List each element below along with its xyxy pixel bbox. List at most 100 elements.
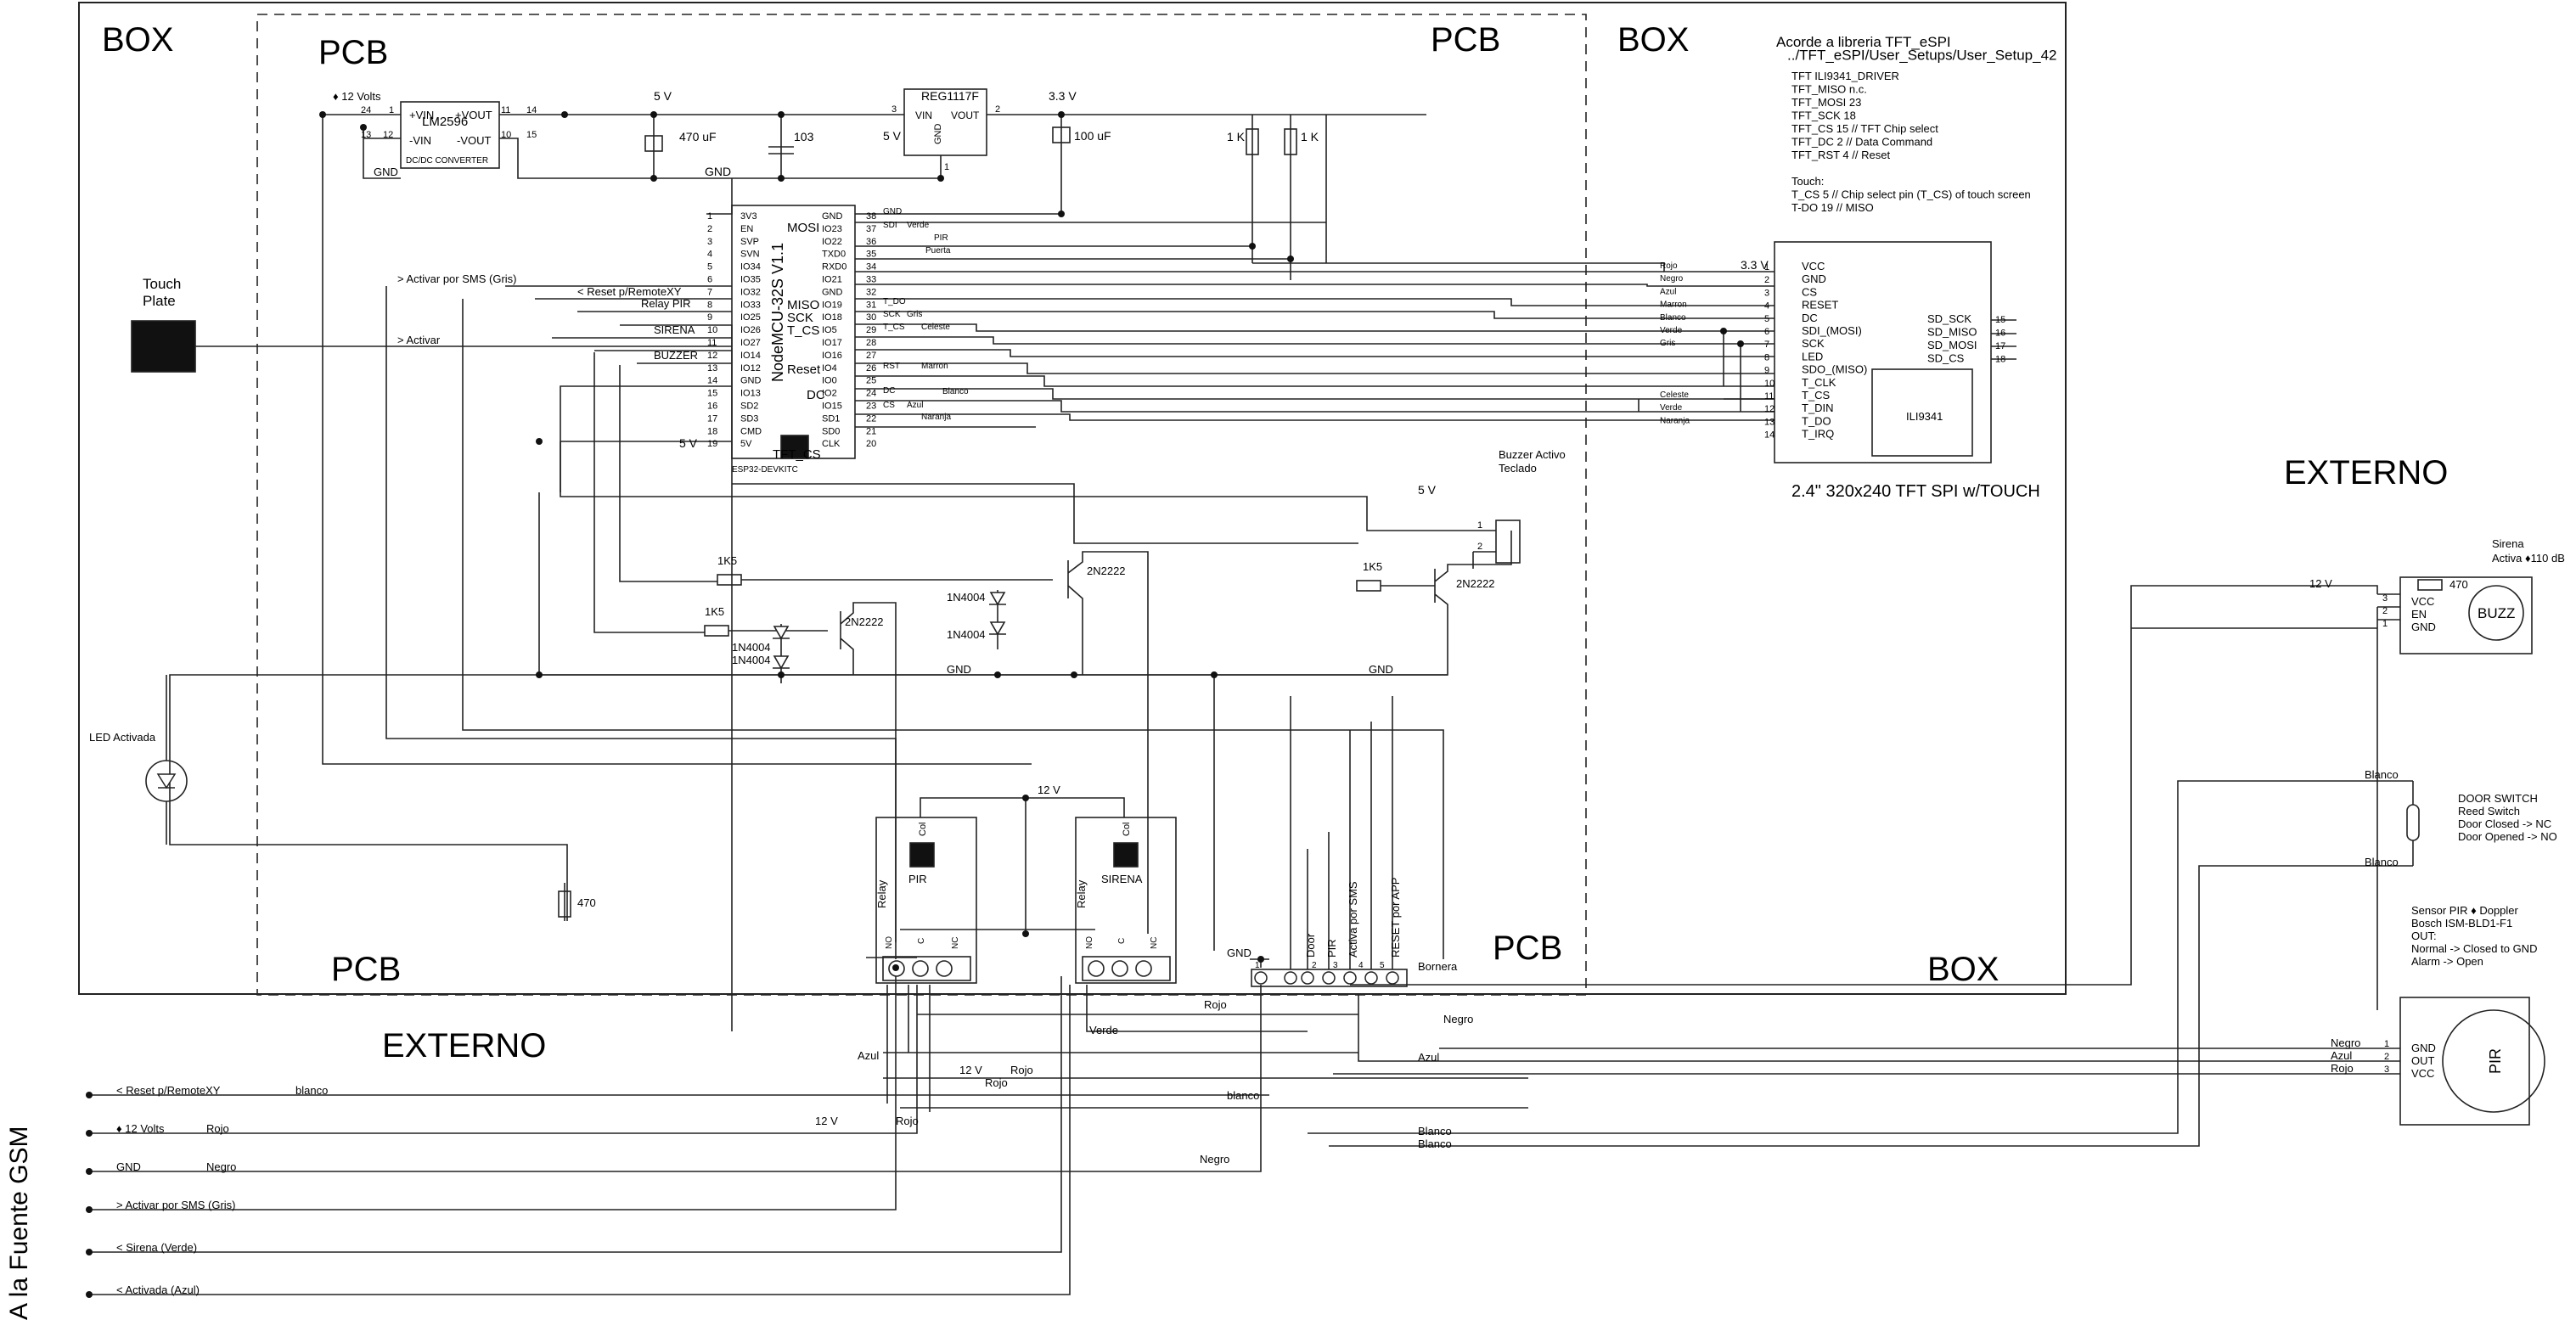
lm2596-vinp: +VIN	[409, 109, 434, 121]
mcu-right-pin: 35	[866, 250, 876, 260]
mcu-right-name: IO18	[822, 312, 842, 323]
siren-title-2: Activa ♦110 dB	[2492, 552, 2565, 565]
mcu-left-pin: 5	[707, 262, 712, 272]
gsm-row-label: < Activada (Azul)	[116, 1283, 200, 1296]
mcu-right-name: IO22	[822, 237, 842, 247]
tft-pin-number: 12	[1764, 404, 1775, 414]
mcu-sub: ESP32-DEVKITC	[732, 465, 798, 475]
mcu-right-name: IO5	[822, 325, 837, 335]
mcu-wire-label: GND	[883, 207, 902, 216]
tft-sd-name: SD_SCK	[1927, 312, 1971, 325]
lm2596-p1: 1	[389, 105, 394, 115]
bornera-p5: 5	[1380, 961, 1385, 970]
lm2596-in-label: ♦ 12 Volts	[333, 90, 381, 103]
note-line: TFT_MISO n.c.	[1791, 83, 1867, 96]
pir-label: PIR	[2487, 1048, 2504, 1074]
lm2596-converter	[400, 101, 500, 169]
gsm-row-color: Rojo	[206, 1122, 229, 1135]
mcu-inner-label: MOSI	[787, 221, 819, 235]
bornera-p2: 2	[1312, 961, 1317, 970]
mcu-right-name: IO15	[822, 402, 842, 412]
power-reg-vout: VOUT	[951, 110, 980, 121]
mcu-left-pin: 6	[707, 275, 712, 285]
tft-pin-number: 2	[1764, 275, 1769, 285]
mcu-right-name: SD0	[822, 426, 840, 436]
tft-pin-name: GND	[1802, 272, 1826, 285]
relay-sir-no: NO	[1085, 936, 1094, 949]
mcu-wire-label: Blanco	[942, 387, 969, 396]
mcu-left-pin: 9	[707, 312, 712, 323]
mcu-left-pin: 4	[707, 250, 712, 260]
mcu-right-name: TXD0	[822, 250, 846, 260]
mcu-left-name: IO27	[740, 338, 761, 348]
power-reg-name: REG1117F	[921, 89, 979, 103]
mcu-inner-label: T_CS	[787, 323, 819, 338]
bornera-sms: Activa por SMS	[1347, 881, 1359, 958]
door-l1: Reed Switch	[2458, 805, 2520, 817]
mcu-inner-label: Reset	[787, 362, 821, 377]
siren-12v: 12 V	[2309, 577, 2332, 590]
lm2596-p15: 15	[526, 130, 537, 140]
pir-gnd: GND	[2411, 1042, 2436, 1054]
tft-pin-number: 13	[1764, 417, 1775, 427]
driver-r1k5-a: 1K5	[717, 554, 737, 567]
region-box-tr: BOX	[1617, 21, 1689, 59]
mcu-wire-label: Marron	[921, 362, 948, 371]
tft-pin-name: T_DO	[1802, 414, 1831, 427]
lm2596-name: LM2596	[422, 115, 468, 129]
region-pcb-bl: PCB	[331, 951, 401, 988]
tft-sd-pin: 15	[1995, 315, 2005, 325]
pir-azul: Azul	[2331, 1049, 2352, 1062]
lm2596-vinn: -VIN	[409, 134, 431, 147]
note-line: Acorde a libreria TFT_eSPI	[1776, 34, 1951, 50]
pir-out: OUT	[2411, 1054, 2435, 1067]
buzzer-p1: 1	[1477, 520, 1482, 531]
gsm-row-label: > Activar por SMS (Gris)	[116, 1199, 236, 1211]
mcu-wire-label: PIR	[934, 233, 948, 243]
mcu-title: NodeMCU-32S V1.1	[769, 243, 786, 382]
note-line: TFT_DC 2 // Data Command	[1791, 136, 1932, 149]
pir-rojo: Rojo	[2331, 1062, 2354, 1075]
mcu-right-name: RXD0	[822, 262, 846, 272]
mcu-right-pin: 27	[866, 351, 876, 361]
mcu-left-name: IO12	[740, 363, 761, 374]
tft-sd-name: SD_MISO	[1927, 326, 1977, 339]
tft-caption: 2.4" 320x240 TFT SPI w/TOUCH	[1791, 482, 2040, 501]
tft-wire-color: Marron	[1660, 301, 1687, 310]
mcu-wire-label: CS	[883, 401, 895, 410]
touch-label-2: Plate	[143, 293, 176, 309]
mcu-right-name: IO23	[822, 224, 842, 234]
power-r1k-a: 1 K	[1227, 130, 1246, 143]
power-reg-p2: 2	[995, 104, 1000, 115]
note-line: T-DO 19 // MISO	[1791, 201, 1874, 214]
note-line: TFT_SCK 18	[1791, 110, 1856, 122]
bornera-label: Bornera	[1418, 960, 1458, 973]
mcu-wire-label: SCK	[883, 310, 901, 319]
tft-pin-name: SDI_(MOSI)	[1802, 324, 1862, 337]
note-line: Touch:	[1791, 175, 1824, 188]
lm2596-p13: 13	[361, 130, 371, 140]
mcu-left-pin: 10	[707, 325, 717, 335]
relay-sir-nc: NC	[1150, 937, 1159, 949]
wire-negro2: Negro	[1200, 1153, 1229, 1166]
mcu-right-name: IO0	[822, 376, 837, 386]
tft-sd-name: SD_CS	[1927, 352, 1965, 365]
mcu-left-name: IO33	[740, 300, 761, 310]
wire-rojo4: Rojo	[896, 1115, 919, 1127]
region-pcb-br: PCB	[1493, 930, 1562, 967]
mcu-left-activar: > Activar	[397, 334, 441, 346]
mcu-left-name: 3V3	[740, 211, 757, 222]
tft-pin-number: 10	[1764, 379, 1775, 389]
mcu-left-name: IO14	[740, 351, 761, 361]
mcu-right-name: CLK	[822, 439, 841, 449]
mcu-wire-label: Gris	[907, 310, 922, 319]
power-5v: 5 V	[654, 89, 672, 103]
tft-pin-name: LED	[1802, 350, 1823, 362]
relay-pir-no: NO	[885, 936, 894, 949]
resistor-1k-a	[1246, 128, 1259, 155]
lm2596-p24: 24	[361, 105, 371, 115]
mcu-right-name: GND	[822, 211, 843, 222]
mcu-left-name: IO34	[740, 262, 761, 272]
